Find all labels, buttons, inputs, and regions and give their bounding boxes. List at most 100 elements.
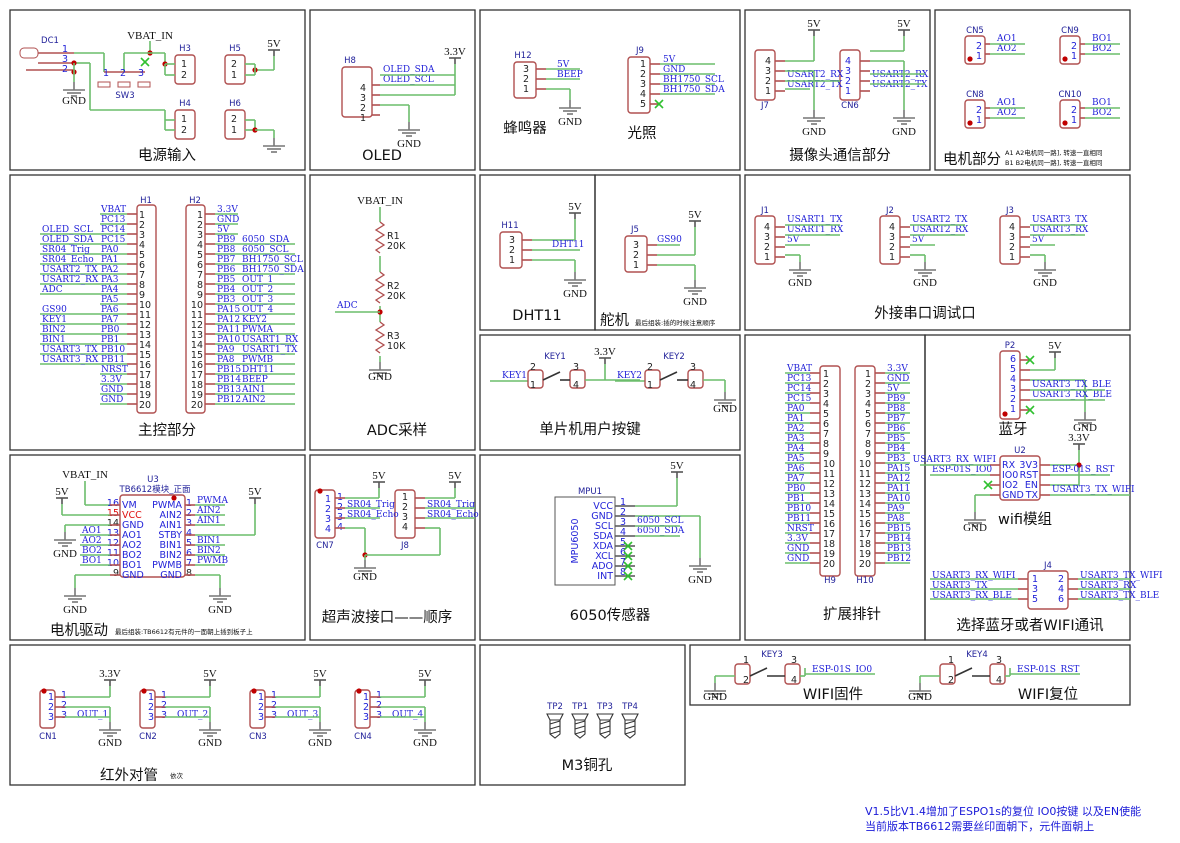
pin-number: 3 <box>402 512 408 523</box>
pin-number: 3 <box>197 230 203 241</box>
pin-number: 3 <box>640 79 646 90</box>
ground-label: GND <box>802 126 826 138</box>
pin-number: 19 <box>823 549 835 560</box>
wifi-module <box>999 455 1041 501</box>
pin-number: 2 <box>1010 394 1016 405</box>
pin-number: 11 <box>191 310 203 321</box>
net-label: 2 <box>647 362 653 373</box>
junction-dot <box>967 56 973 62</box>
pin-number: 20 <box>139 400 151 411</box>
pin-number: 3 <box>161 710 167 721</box>
h9-header <box>819 365 841 577</box>
screw-icon <box>571 713 589 739</box>
no-connect-icon <box>1025 355 1035 365</box>
h10-ref: H10 <box>856 576 873 586</box>
pin-number: 3 <box>139 230 145 241</box>
cn7-header <box>314 489 336 539</box>
ground-label: GND <box>703 691 727 703</box>
pin-number: 1 <box>181 59 187 70</box>
power-label: 5V <box>55 486 69 498</box>
driver-pin: GND <box>122 570 144 581</box>
net-label: USART2_TX <box>912 215 968 225</box>
pin-number: 3 <box>845 66 851 77</box>
pin-number: 19 <box>859 549 871 560</box>
h4-ref: H4 <box>179 99 191 109</box>
pin-number: 2 <box>48 702 54 713</box>
pin-number: 2 <box>258 702 264 713</box>
pin-number: 14 <box>107 518 119 529</box>
module-label: TB6612模块_正面 <box>119 484 191 495</box>
net-label: USART3_TX <box>1032 215 1088 225</box>
net-label: 2 <box>120 68 126 79</box>
pin-number: 1 <box>376 690 382 701</box>
ground-label: GND <box>1073 422 1097 434</box>
junction-dot <box>317 488 323 494</box>
serial-ref: J1 <box>760 206 769 216</box>
pin-number: 9 <box>113 568 119 579</box>
panel-main-control <box>9 174 306 451</box>
pin-number: 1 <box>1009 252 1015 263</box>
u2-ref: U2 <box>1014 446 1026 456</box>
net-label: 3 <box>62 54 68 65</box>
pin-number: 2 <box>845 76 851 87</box>
expansion-title: 扩展排针 <box>823 606 881 623</box>
tb6612-module <box>119 494 186 578</box>
power-label: 3.3V <box>99 668 121 680</box>
buzzer-title: 蜂鸣器 <box>503 120 547 137</box>
net-label: 2 <box>743 675 749 686</box>
pin-number: 13 <box>191 330 203 341</box>
pin-number: 3 <box>523 64 529 75</box>
dht-title: DHT11 <box>512 308 561 324</box>
pin-number: 2 <box>976 105 982 116</box>
net-label: AO2 <box>996 44 1017 54</box>
serial-ref: J3 <box>1005 206 1014 216</box>
h1-header <box>136 204 157 414</box>
pin-number: 20 <box>191 400 203 411</box>
panel-ultrasonic <box>309 454 476 641</box>
h3-ref: H3 <box>179 44 191 54</box>
ground-label: GND <box>413 737 437 749</box>
pin-number: 1 <box>148 692 154 703</box>
h1-net-label: BIN1 <box>42 335 66 345</box>
h2-net-label: BH1750_SDA <box>242 265 304 275</box>
pin-number: 3 <box>360 93 366 104</box>
rst_title-label: WIFI复位 <box>1018 685 1078 703</box>
net-label: OUT_2 <box>177 710 208 720</box>
h9-pin-label: PA5 <box>787 454 805 464</box>
h9-pin-label: PA3 <box>787 434 805 444</box>
pin-number: 5 <box>823 409 829 420</box>
h9-pin-label: PA0 <box>787 404 805 414</box>
no-connect-icon <box>1025 405 1035 415</box>
pin-number: 18 <box>823 539 835 550</box>
pin-number: 20 <box>823 559 835 570</box>
panel-user-keys <box>479 334 741 451</box>
ground-label: GND <box>98 737 122 749</box>
servo-title: 舵机 <box>600 312 629 329</box>
net-label: SR04_Trig <box>427 500 475 510</box>
footer-note: V1.5比V1.4增加了ESPO1s的复位 IO0按键 以及EN使能 <box>865 804 1141 818</box>
net-label: 2 <box>530 362 536 373</box>
pin-number: 14 <box>191 340 203 351</box>
power-label: 3.3V <box>1068 432 1090 444</box>
resistor-ref: R2 <box>387 281 400 292</box>
net-label: 1 <box>948 655 954 666</box>
pin-number: 4 <box>197 240 203 251</box>
net-label: AIN2 <box>196 506 221 516</box>
key3-ref: KEY3 <box>761 650 783 660</box>
pin-number: 11 <box>859 469 871 480</box>
pin-number: 6 <box>186 548 192 559</box>
motor-note: A1 A2电机同一路], 转速一直相同 <box>1005 148 1102 157</box>
net-label: SR04_Echo <box>347 510 399 520</box>
driver-pin: PWMA <box>152 500 182 511</box>
pin-number: 11 <box>823 469 835 480</box>
serial-header <box>999 215 1021 265</box>
h9-pin-label: PB10 <box>787 504 811 514</box>
pin-number: 7 <box>865 429 871 440</box>
h2-net-label: OUT_4 <box>242 305 273 315</box>
resistor-icon <box>374 271 386 304</box>
ground-label: GND <box>788 277 812 289</box>
pin-number: 1 <box>620 497 626 508</box>
h5-header <box>224 54 246 85</box>
net-label: DHT11 <box>552 240 585 250</box>
h2-pin-label: PA12 <box>217 315 240 325</box>
